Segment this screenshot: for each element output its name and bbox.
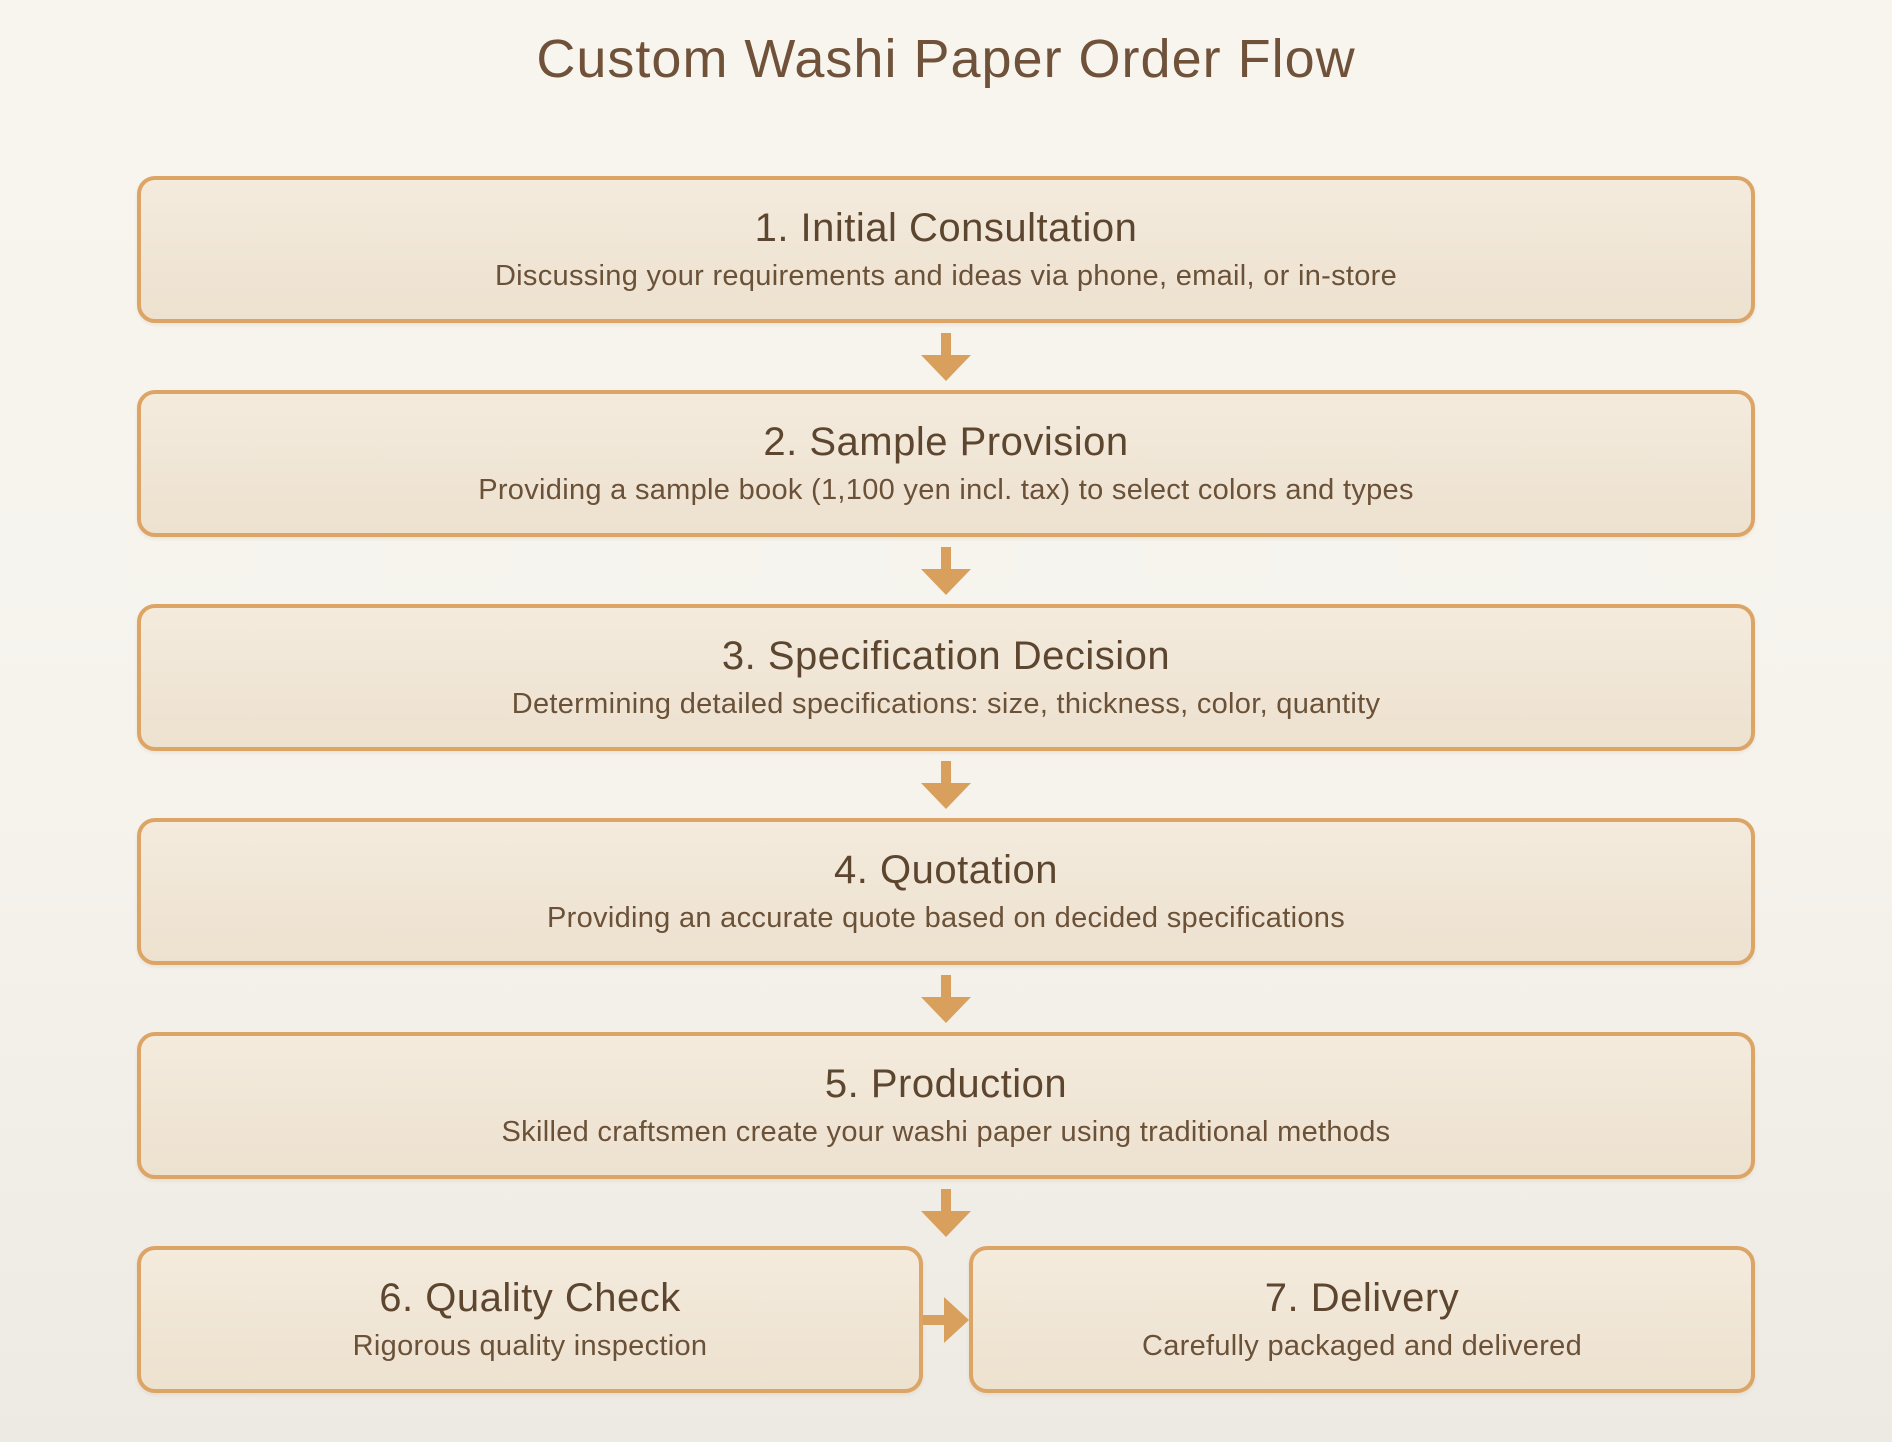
arrow-stem (941, 546, 951, 569)
step-box-production: 5. Production Skilled craftsmen create y… (137, 1032, 1755, 1179)
arrow-down-icon (137, 537, 1755, 604)
step-box-quality-check: 6. Quality Check Rigorous quality inspec… (137, 1246, 923, 1393)
step-description: Providing an accurate quote based on dec… (547, 902, 1345, 934)
arrow-down-icon (137, 965, 1755, 1032)
step-title: 7. Delivery (1264, 1276, 1460, 1320)
step-description: Discussing your requirements and ideas v… (494, 260, 1398, 292)
step-title: 5. Production (824, 1062, 1068, 1106)
step-box-initial-consultation: 1. Initial Consultation Discussing your … (137, 176, 1755, 323)
step-title: 6. Quality Check (379, 1276, 681, 1320)
arrow-head (921, 1210, 971, 1237)
arrow-head (921, 782, 971, 809)
arrow-head (921, 996, 971, 1023)
step-box-specification-decision: 3. Specification Decision Determining de… (137, 604, 1755, 751)
step-description: Skilled craftsmen create your washi pape… (501, 1116, 1391, 1148)
step-box-quotation: 4. Quotation Providing an accurate quote… (137, 818, 1755, 965)
step-title: 2. Sample Provision (763, 420, 1129, 464)
arrow-head (944, 1296, 969, 1343)
arrow-stem (941, 974, 951, 997)
step-description: Rigorous quality inspection (352, 1330, 708, 1362)
step-title: 1. Initial Consultation (754, 206, 1138, 250)
arrow-down-icon (137, 323, 1755, 390)
arrow-stem (941, 1188, 951, 1211)
arrow-down-icon (137, 751, 1755, 818)
step-box-sample-provision: 2. Sample Provision Providing a sample b… (137, 390, 1755, 537)
arrow-stem (923, 1314, 944, 1325)
step-box-delivery: 7. Delivery Carefully packaged and deliv… (969, 1246, 1755, 1393)
arrow-down-icon (137, 1179, 1755, 1246)
step-description: Determining detailed specifications: siz… (511, 688, 1381, 720)
arrow-right-icon (923, 1246, 969, 1393)
step-description: Providing a sample book (1,100 yen incl.… (478, 474, 1414, 506)
final-steps-row: 6. Quality Check Rigorous quality inspec… (137, 1246, 1755, 1393)
flow-diagram: 1. Initial Consultation Discussing your … (137, 176, 1755, 1393)
step-description: Carefully packaged and delivered (1141, 1330, 1583, 1362)
arrow-head (921, 354, 971, 381)
step-title: 4. Quotation (834, 848, 1058, 892)
arrow-stem (941, 332, 951, 355)
arrow-head (921, 568, 971, 595)
step-title: 3. Specification Decision (721, 634, 1171, 678)
page-title: Custom Washi Paper Order Flow (536, 29, 1356, 89)
arrow-stem (941, 760, 951, 783)
